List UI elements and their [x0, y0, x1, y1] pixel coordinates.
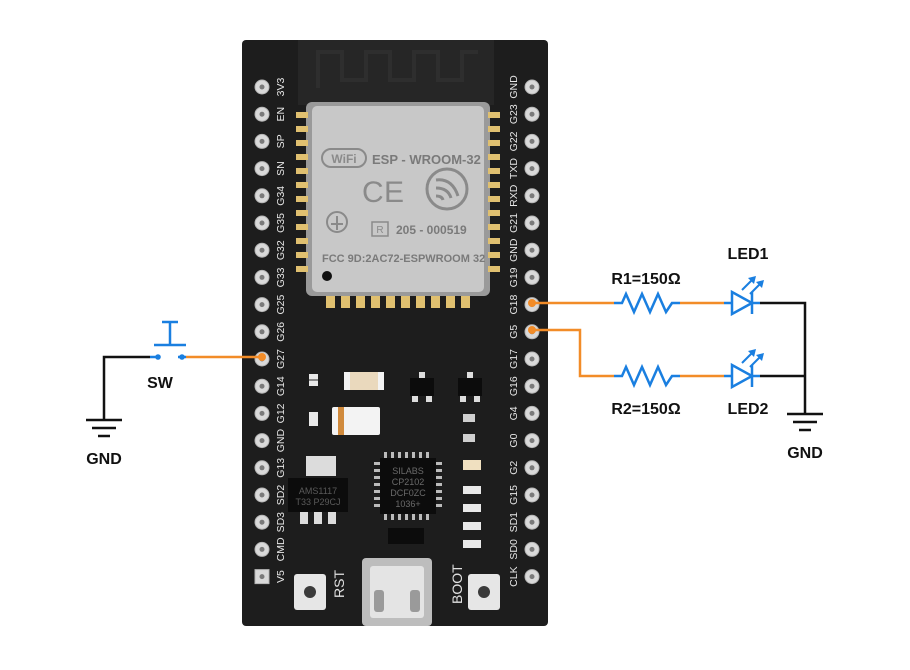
pin-label-right: G0: [508, 433, 520, 447]
pin-label-left: SD3: [275, 512, 287, 533]
wifi-logo-text: WiFi: [331, 152, 356, 166]
resistor-r2: [614, 363, 680, 389]
pin-label-left: G25: [275, 295, 287, 315]
pin-label-right: G15: [508, 485, 520, 505]
regulator-label-line2: T33 P29CJ: [295, 497, 340, 507]
usb-chip-line1: SILABS: [392, 466, 424, 476]
pin-label-left: 3V3: [275, 78, 287, 97]
pin-label-left: EN: [275, 107, 287, 122]
cert-number: 205 - 000519: [396, 223, 467, 237]
fcc-id: FCC 9D:2AC72-ESPWROOM 32: [322, 253, 485, 265]
pin-label-right: G4: [508, 406, 520, 420]
svg-text:E: E: [384, 176, 404, 209]
ground-symbol-right: [787, 412, 823, 432]
wire-switch-to-gnd: [102, 355, 150, 420]
rst-label: RST: [331, 570, 347, 598]
r1-label: R1=150Ω: [611, 271, 680, 288]
pin-label-right: G22: [508, 131, 520, 151]
usb-chip-line3: DCF0ZC: [390, 488, 426, 498]
pin-label-right: SD1: [508, 512, 520, 533]
pin-label-right: RXD: [508, 184, 520, 207]
pin-label-left: G26: [275, 322, 287, 342]
pin-label-right: G2: [508, 461, 520, 475]
esp32-board: WiFi ESP - WROOM-32 C E R 205 - 000519 F…: [242, 40, 548, 626]
pin-label-right: G21: [508, 213, 520, 233]
pin-label-right: SD0: [508, 539, 520, 560]
ground-symbol-left: [86, 418, 122, 438]
led1-symbol: [724, 276, 764, 317]
pin-label-right: G23: [508, 104, 520, 124]
regulator-label-line1: AMS1117: [299, 486, 337, 496]
pin-label-left: SP: [275, 134, 287, 148]
pin-label-left: G33: [275, 267, 287, 287]
switch-label: SW: [147, 375, 174, 392]
pin-label-right: TXD: [508, 158, 520, 179]
pin-label-left: G12: [275, 403, 287, 423]
boot-label: BOOT: [449, 564, 465, 604]
pin-label-right: GND: [508, 75, 520, 99]
led1-label: LED1: [728, 246, 769, 263]
pin-label-right: GND: [508, 238, 520, 262]
pin-label-left: SD2: [275, 485, 287, 506]
pin-label-left: CMD: [275, 537, 287, 561]
led2-label: LED2: [728, 401, 769, 418]
r2-label: R2=150Ω: [611, 401, 680, 418]
pin-label-left: G32: [275, 240, 287, 260]
certification-icon: [326, 211, 348, 233]
pin-label-right: G17: [508, 349, 520, 369]
led2-symbol: [724, 349, 764, 390]
gnd-label-left: GND: [86, 451, 122, 468]
pin-label-left: G14: [275, 376, 287, 396]
boot-button[interactable]: [468, 574, 500, 610]
pin-label-right: G18: [508, 295, 520, 315]
wire-g5-to-r2: [532, 328, 614, 378]
resistor-r1: [614, 290, 680, 316]
module-model: ESP - WROOM-32: [372, 152, 481, 167]
espressif-logo-icon: [425, 167, 469, 211]
usb-chip-line2: CP2102: [392, 477, 425, 487]
pin-label-right: G19: [508, 267, 520, 287]
pin-label-right: G16: [508, 376, 520, 396]
pin-label-right: CLK: [508, 566, 520, 586]
pin-label-left: GND: [275, 429, 287, 453]
pin-label-left: G13: [275, 458, 287, 478]
switch-circuit: SW GND: [86, 320, 262, 468]
ce-mark: C: [362, 176, 384, 209]
pin-label-right: G5: [508, 325, 520, 339]
pin-label-left: G35: [275, 213, 287, 233]
led-circuit: R1=150Ω R2=150Ω LED1 LED2 GND: [532, 246, 823, 462]
wire-led1-to-gnd: [760, 301, 807, 414]
pin-label-left: V5: [275, 570, 287, 583]
pin-label-left: SN: [275, 161, 287, 176]
rst-button[interactable]: [294, 574, 326, 610]
right-pin-header: GNDG23G22TXDRXDG21GNDG19G18G5G17G16G4G0G…: [508, 75, 540, 587]
usb-chip-line4: 1036+: [395, 499, 420, 509]
cert-r-mark: R: [376, 225, 383, 236]
pin-label-left: G34: [275, 186, 287, 206]
gnd-label-right: GND: [787, 445, 823, 462]
pin-label-left: G27: [275, 349, 287, 369]
usb-uart-chip: [380, 458, 436, 514]
